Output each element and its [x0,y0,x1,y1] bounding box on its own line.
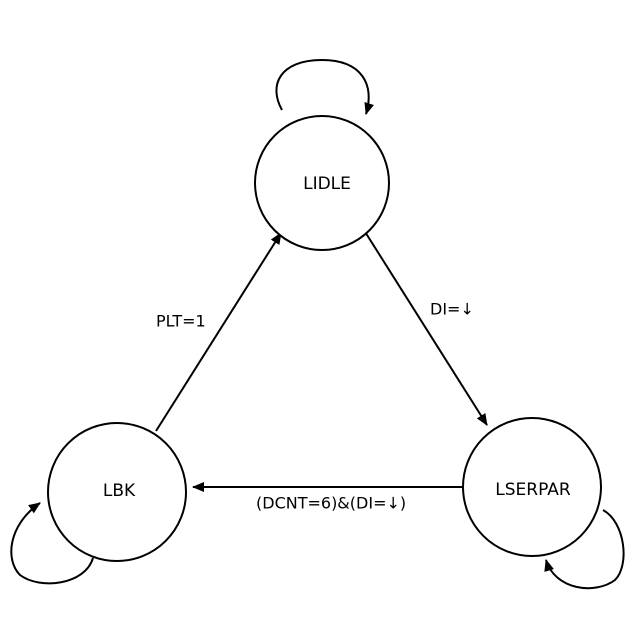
state-lserpar-label: LSERPAR [495,480,571,500]
transition-arrow-lidle-to-lserpar [362,227,487,425]
transition-label-lserpar-to-lbk: (DCNT=6)&(DI=↓) [256,494,406,513]
state-lbk-label: LBK [103,481,136,501]
state-lidle-label: LIDLE [303,174,351,194]
self-loop-lidle [276,60,368,114]
state-lidle: LIDLE [255,116,389,250]
transition-label-lbk-to-lidle: PLT=1 [156,312,206,331]
transition-arrow-lbk-to-lidle [156,233,281,431]
state-lbk: LBK [48,423,186,561]
transition-label-lidle-to-lserpar: DI=↓ [430,300,474,319]
state-lserpar: LSERPAR [463,418,601,556]
